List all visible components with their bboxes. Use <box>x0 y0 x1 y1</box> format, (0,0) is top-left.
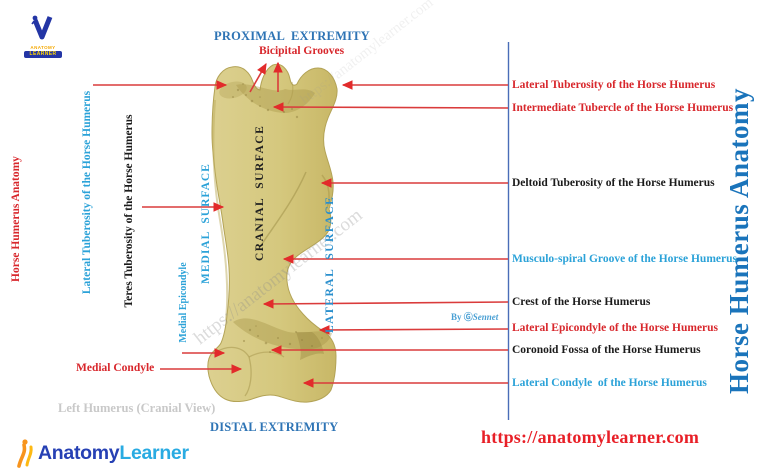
anatomylearner-small-logo: ANATOMY LEARNER <box>24 14 62 58</box>
crest-label: Crest of the Horse Humerus <box>512 296 651 308</box>
small-logo-anatomy-text: ANATOMY <box>30 45 56 50</box>
lateral-surface-label: LATERAL SURFACE <box>324 195 336 333</box>
medial-condyle-label: Medial Condyle <box>76 362 155 374</box>
deltoid-tuberosity-label: Deltoid Tuberosity of the Horse Humerus <box>512 177 715 189</box>
humerus-bone-illustration: https://anatomylearner.com https://anato… <box>190 0 437 403</box>
lateral-tuberosity-left-label: Lateral Tuberosity of the Horse Humerus <box>81 90 93 295</box>
small-logo-learner-text: LEARNER <box>24 50 62 58</box>
left-title-vertical: Horse Humerus Anatomy <box>10 156 22 282</box>
teres-tuberosity-label: Teres Tuberosity of the Horse Humerus <box>123 114 135 308</box>
distal-extremity-heading: DISTAL EXTREMITY <box>210 420 339 434</box>
coronoid-fossa-label: Coronoid Fossa of the Horse Humerus <box>512 344 701 356</box>
intermediate-tubercle-label: Intermediate Tubercle of the Horse Humer… <box>512 102 734 114</box>
lateral-condyle-label: Lateral Condyle of the Horse Humerus <box>512 377 707 389</box>
bicipital-grooves-label: Bicipital Grooves <box>259 45 345 57</box>
credit-by-text: By <box>451 312 464 322</box>
footer-logo-anatomy-text: Anatomy <box>38 441 120 464</box>
lateral-tuberosity-right-label: Lateral Tuberosity of the Horse Humerus <box>512 79 716 91</box>
illustrator-credit: By ⒼSennet <box>451 310 498 323</box>
footer-logo-learner-text: Learner <box>119 441 189 464</box>
credit-badge-icon: Ⓖ <box>463 312 473 322</box>
footer-logo-figure-icon <box>17 439 33 468</box>
cranial-surface-label: CRANIAL SURFACE <box>254 124 266 261</box>
leader-lines <box>93 61 509 388</box>
medial-epicondyle-label: Medial Epicondyle <box>178 262 189 343</box>
proximal-extremity-heading: PROXIMAL EXTREMITY <box>214 29 370 43</box>
musculo-spiral-groove-label: Musculo-spiral Groove of the Horse Humer… <box>512 253 737 265</box>
credit-name: Sennet <box>472 312 499 322</box>
website-url[interactable]: https://anatomylearner.com <box>481 427 700 447</box>
lateral-epicondyle-label: Lateral Epicondyle of the Horse Humerus <box>512 322 719 334</box>
small-logo-v-icon <box>31 15 53 40</box>
figure-caption: Left Humerus (Cranial View) <box>58 401 216 415</box>
medial-surface-label: MEDIAL SURFACE <box>200 163 212 284</box>
